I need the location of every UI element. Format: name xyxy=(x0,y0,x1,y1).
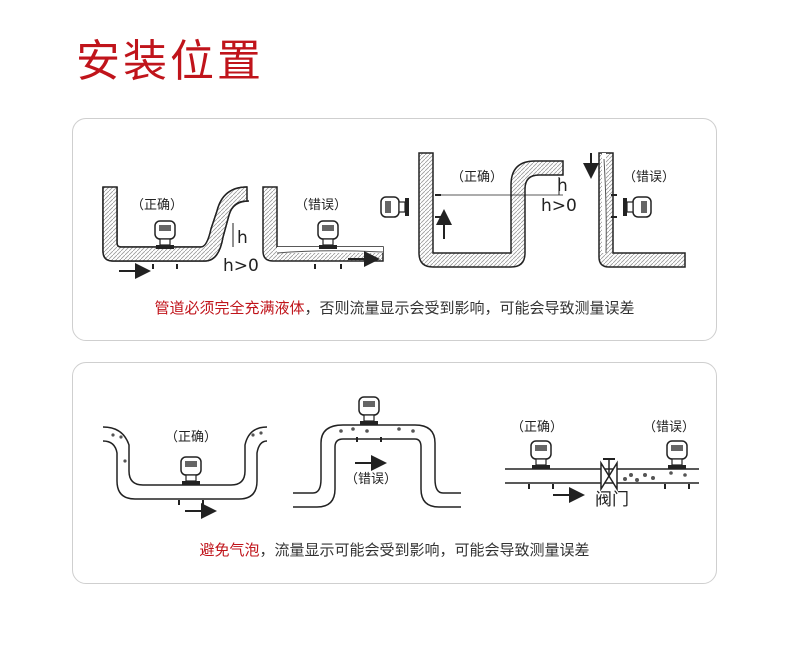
caption-rest: ，否则流量显示会受到影响，可能会导致测量误差 xyxy=(304,299,635,317)
valve-label: 阀门 xyxy=(595,490,629,510)
d3-label: （正确） xyxy=(451,170,503,185)
diagram-inverted-u-wrong: （错误） xyxy=(293,396,461,508)
diagram-downflow-wrong: （错误） xyxy=(583,152,686,268)
diagram-l-pipe-wrong: （错误） xyxy=(262,186,384,269)
caption-highlight: 管道必须完全充满液体 xyxy=(154,299,305,317)
caption-rest: ，流量显示可能会受到影响，可能会导致测量误差 xyxy=(259,541,590,559)
bubble-diagrams: （正确） （错误） xyxy=(102,396,699,519)
diagram-u-riser-correct: （正确） h h>0 xyxy=(102,186,259,279)
d2-label: （错误） xyxy=(295,198,347,213)
diagram-vertical-correct: （正确） h h>0 xyxy=(380,152,577,268)
p2-d2-label: （错误） xyxy=(345,472,397,487)
caption-highlight: 避免气泡 xyxy=(199,541,260,559)
h-label-1: h xyxy=(237,228,248,248)
bubble-caption: 避免气泡，流量显示可能会受到影响，可能会导致测量误差 xyxy=(73,539,716,560)
p2-d4-label: （错误） xyxy=(643,420,695,435)
page-title: 安装位置 xyxy=(76,36,264,87)
h-gt-0-label-3: h>0 xyxy=(541,196,577,216)
h-label-3: h xyxy=(557,176,568,196)
bubble-panel: （正确） （错误） xyxy=(72,362,717,584)
full-pipe-caption: 管道必须完全充满液体，否则流量显示会受到影响，可能会导致测量误差 xyxy=(73,297,716,318)
d4-label: （错误） xyxy=(623,170,675,185)
p2-d3-label: （正确） xyxy=(511,420,563,435)
p2-d1-label: （正确） xyxy=(165,430,217,445)
diagram-trap-correct: （正确） xyxy=(102,426,268,519)
full-pipe-diagrams: （正确） h h>0 （错误） （正确） h h>0 xyxy=(102,152,686,279)
full-pipe-panel: （正确） h h>0 （错误） （正确） h h>0 xyxy=(72,118,717,341)
diagram-valve: （正确） （错误） 阀门 xyxy=(505,420,699,510)
h-gt-0-label-1: h>0 xyxy=(223,256,259,276)
d1-label: （正确） xyxy=(131,198,183,213)
